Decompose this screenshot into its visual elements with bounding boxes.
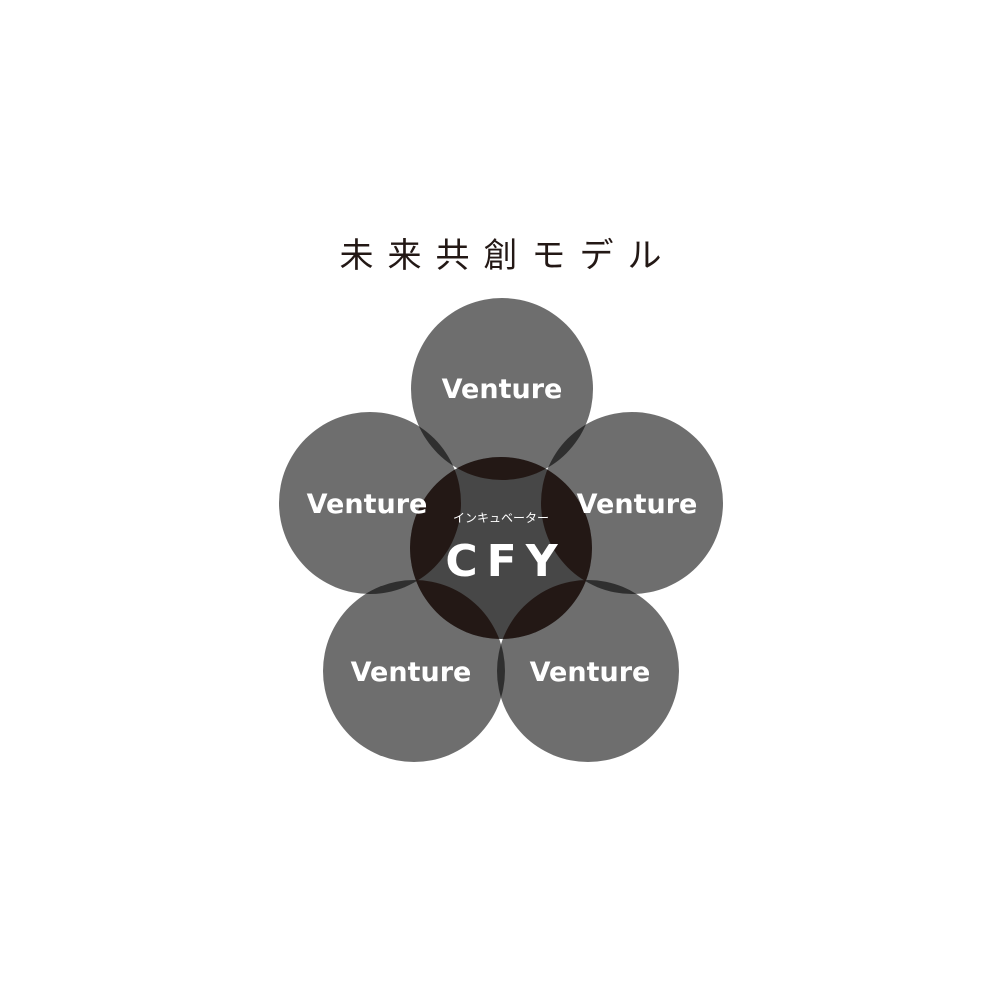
venture-label: Venture (530, 657, 651, 688)
venture-label: Venture (577, 489, 698, 520)
center-overlap (497, 580, 592, 639)
center-subtitle: インキュベーター (453, 511, 549, 525)
venture-label: Venture (442, 374, 563, 405)
diagram-title: 未来共創モデル (339, 236, 676, 276)
venture-circle (411, 298, 593, 480)
venture-label: Venture (351, 657, 472, 688)
venture-label: Venture (307, 489, 428, 520)
center-overlap (410, 580, 505, 639)
center-label: CFY (445, 536, 566, 587)
